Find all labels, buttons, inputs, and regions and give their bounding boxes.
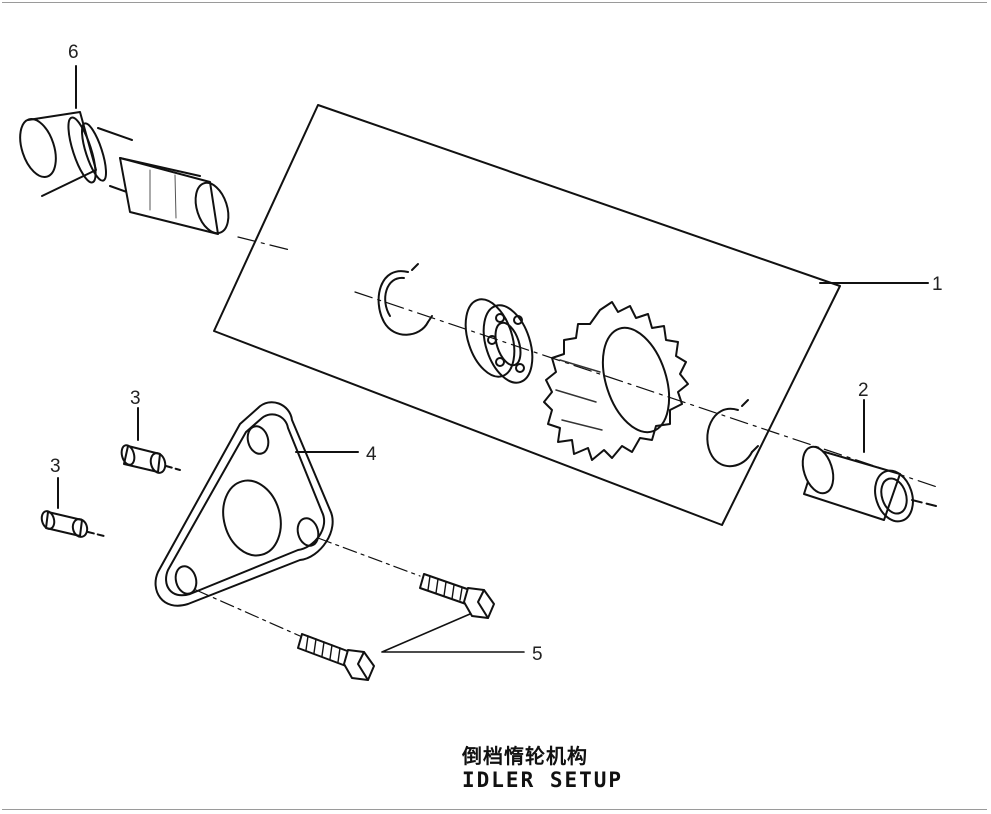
bushing-part-2 [801, 445, 937, 523]
callout-5: 5 [532, 644, 543, 665]
callout-4: 4 [366, 444, 377, 465]
bolt-upper-part-5 [419, 573, 495, 619]
triangular-plate-part-4 [154, 401, 334, 607]
idler-shaft-part-6 [19, 111, 230, 235]
caption-english: IDLER SETUP [462, 768, 624, 792]
callout-6: 6 [68, 42, 79, 63]
idler-gear [543, 301, 689, 461]
circlip-right [706, 399, 759, 467]
dowel-pin-upper-part-3 [120, 444, 181, 474]
callout-1: 1 [932, 274, 943, 295]
bolt-lower-part-5 [297, 633, 375, 681]
ball-bearing [464, 298, 534, 384]
callout-2: 2 [858, 380, 869, 401]
circlip-left [377, 263, 433, 336]
assembly-box-part-1 [213, 104, 841, 526]
center-axis-line [237, 236, 941, 489]
leader-line-5 [381, 613, 525, 653]
caption-chinese: 倒档惰轮机构 [462, 744, 588, 768]
callout-3-lower: 3 [50, 456, 61, 477]
dowel-pin-lower-part-3 [40, 510, 105, 538]
callout-3-upper: 3 [130, 388, 141, 409]
